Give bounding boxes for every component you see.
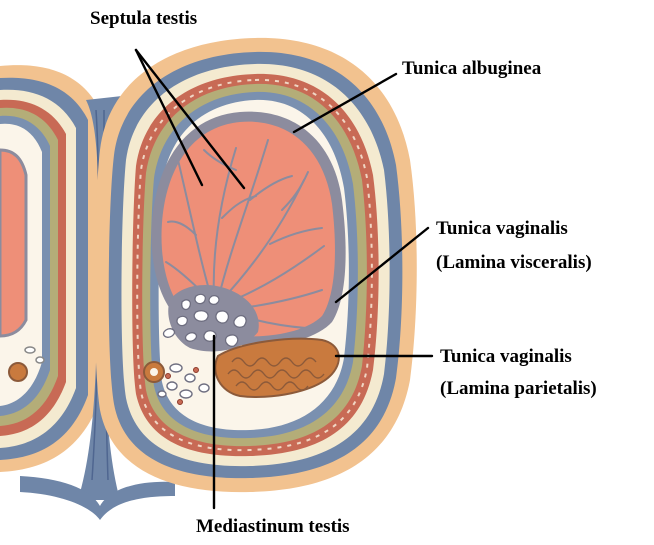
label-mediastinum-testis: Mediastinum testis bbox=[196, 516, 350, 537]
label-tunica-vaginalis-parietalis: Tunica vaginalis bbox=[440, 346, 572, 367]
label-tunica-vaginalis-visceralis: Tunica vaginalis bbox=[436, 218, 568, 239]
label-tunica-albuginea: Tunica albuginea bbox=[402, 58, 542, 79]
label-lamina-visceralis: (Lamina visceralis) bbox=[436, 252, 592, 273]
testis bbox=[152, 112, 346, 352]
label-lamina-parietalis: (Lamina parietalis) bbox=[440, 378, 597, 399]
label-septula-testis: Septula testis bbox=[90, 8, 197, 29]
contralateral-scrotal-compartment bbox=[0, 65, 100, 472]
